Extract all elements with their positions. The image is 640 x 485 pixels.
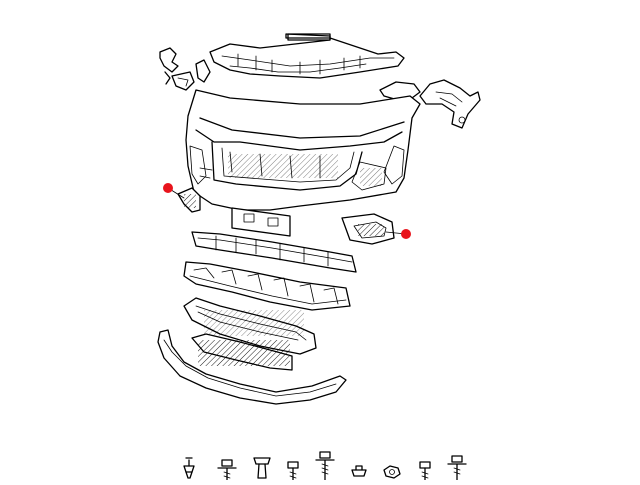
left-grille-insert (177, 187, 201, 213)
callout-right-grille-insert (385, 229, 411, 239)
long-bolt (315, 451, 335, 481)
push-pin-fastener (183, 457, 195, 479)
license-plate-bracket (231, 207, 291, 237)
fasteners-row (183, 451, 467, 481)
upper-left-brackets (159, 47, 211, 91)
impact-bar (191, 231, 357, 273)
lower-grille (191, 333, 293, 371)
upper-support-beam (209, 33, 405, 79)
front-splitter (157, 329, 347, 405)
clip-fastener (351, 465, 367, 477)
flange-screw (447, 455, 467, 481)
flange-bolt (217, 459, 237, 481)
nut-fastener (383, 465, 401, 479)
energy-absorber (183, 261, 351, 311)
screw-medium (419, 461, 431, 481)
right-grille-insert (341, 213, 395, 245)
push-rivet (253, 457, 271, 479)
screw-small (287, 461, 299, 481)
upper-right-brackets (379, 79, 481, 129)
callout-left-grille-insert (163, 183, 185, 199)
bumper-fascia (185, 89, 421, 211)
